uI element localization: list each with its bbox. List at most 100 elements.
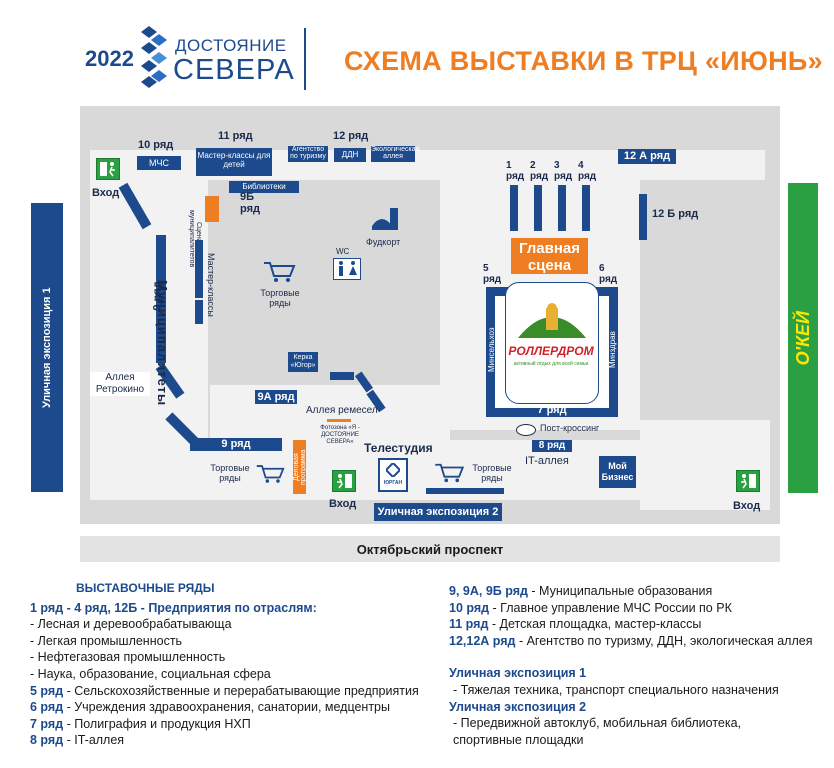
rollerdrom-label: РОЛЛЕРДРОМ xyxy=(508,344,594,358)
legend-text: Предприятия по отраслям: xyxy=(148,600,317,615)
snowflake-logo-icon xyxy=(141,26,167,88)
road-label: Октябрьский проспект xyxy=(356,541,504,557)
delovaya-label: Деловая программа xyxy=(293,449,307,485)
legend-item: 9, 9А, 9Б ряд - Муниципальные образовани… xyxy=(449,583,829,600)
legend-item: 8 ряд - IT-аллея xyxy=(30,732,440,749)
street-exposition-2: Уличная экспозиция 2 xyxy=(374,503,502,521)
booth-mchs: МЧС xyxy=(137,156,181,170)
legend-spacer xyxy=(449,649,829,665)
logo: 2022 ДОСТОЯНИЕ СЕВЕРА xyxy=(85,26,300,88)
rollerdrom-logo-icon xyxy=(518,303,586,338)
row-9b-label: 9Б ряд xyxy=(240,191,260,215)
row-1-label: 1 ряд xyxy=(506,160,525,182)
legend-key: 7 ряд xyxy=(30,716,64,731)
booth-delovaya: Деловая программа xyxy=(293,440,307,494)
yurgan-label: ЮРГАН xyxy=(383,480,403,486)
row-10-label: 10 ряд xyxy=(138,139,174,151)
row-4-label: 4 ряд xyxy=(578,160,597,182)
master-side-label: Мастер-классы xyxy=(206,253,216,317)
main-stage-label: Главная сцена xyxy=(518,240,580,274)
row-12a-label: 12 А ряд xyxy=(623,150,671,162)
booth-tourism-label: Агентство по туризму xyxy=(290,146,326,160)
scene-municipalities-label: Сцена для муниципалитетов xyxy=(188,210,202,268)
corridor-mid-bottom xyxy=(210,385,450,445)
exit-icon xyxy=(96,158,120,180)
legend-text: - IT-аллея xyxy=(63,733,125,748)
shopping-cart-icon-3 xyxy=(435,463,465,483)
minselhoz-label: Минсельхоз xyxy=(487,320,496,380)
legend-key: 12,12А ряд xyxy=(449,633,516,648)
booth-master-side-1 xyxy=(195,240,203,298)
legend-key: 1 ряд - 4 ряд, 12Б - xyxy=(30,600,149,615)
booth-yurgan: ЮРГАН xyxy=(378,458,408,492)
legend-text: - Сельскохозяйственные и перерабатывающи… xyxy=(63,683,419,698)
wc-label: WC xyxy=(336,247,350,256)
okey-label: О'КЕЙ xyxy=(792,310,813,366)
alley-retro-label: Аллея Ретрокино xyxy=(90,372,150,396)
foodcourt-icon xyxy=(372,208,398,230)
legend-item: 12,12А ряд - Агентство по туризму, ДДН, … xyxy=(449,633,829,650)
legend-key: 11 ряд xyxy=(449,617,489,632)
trade-3-label: Торговые ряды xyxy=(472,463,512,483)
minzdrav-text: Минздрав xyxy=(608,331,617,369)
legend-text: - Агентство по туризму, ДДН, экологическ… xyxy=(515,633,813,648)
post-crossing-label: Пост-кроссинг xyxy=(540,423,600,433)
row-5-label: 5 ряд xyxy=(483,263,502,285)
minzdrav-label: Минздрав xyxy=(608,320,617,380)
booth-master-side-2 xyxy=(195,300,203,324)
legend-street2-line2: спортивные площадки xyxy=(453,732,584,747)
legend-key: 9, 9А, 9Б ряд xyxy=(449,584,528,598)
wc-icon xyxy=(333,258,361,280)
row-2-label: 2 ряд xyxy=(530,160,549,182)
okey-store: О'КЕЙ xyxy=(788,183,818,493)
legend-right: 9, 9А, 9Б ряд - Муниципальные образовани… xyxy=(449,583,829,748)
telestudio-label: Телестудия xyxy=(364,441,433,455)
rollerdrom-sub-label: активный отдых для всей семьи xyxy=(513,361,589,367)
booth-libraries-label: Библиотеки xyxy=(242,182,286,191)
municipalities-label: Муниципалитеты xyxy=(155,280,170,407)
legend-item: - Нефтегазовая промышленность xyxy=(30,650,226,665)
street-exposition-1-label: Уличная экспозиция 1 xyxy=(41,287,53,408)
legend-text: - Полиграфия и продукция НХП xyxy=(63,716,251,731)
booth-row-1 xyxy=(510,185,518,231)
booth-9-vert xyxy=(156,235,166,363)
legend-street1-heading: Уличная экспозиция 1 xyxy=(449,666,587,681)
booth-9b xyxy=(205,196,219,222)
street-exposition-1: Уличная экспозиция 1 xyxy=(31,203,63,492)
yurgan-logo-icon xyxy=(386,463,400,477)
row-6-label: 6 ряд xyxy=(599,263,618,285)
row-12b-label: 12 Б ряд xyxy=(652,208,699,220)
legend-street2-line1: - Передвижной автоклуб, мобильная библио… xyxy=(453,716,742,731)
legend-text: - Детская площадка, мастер-классы xyxy=(488,617,702,632)
booth-row-3 xyxy=(558,185,566,231)
row-8-label: 8 ряд xyxy=(538,440,566,451)
booth-tourism: Агентство по туризму xyxy=(288,146,328,162)
exit-icon-3 xyxy=(736,470,760,492)
legend-item: - Лесная и деревообрабатывающа xyxy=(30,617,232,632)
booth-eco: Экологическая аллея xyxy=(371,146,419,162)
legend-item: 11 ряд - Детская площадка, мастер-классы xyxy=(449,616,829,633)
logo-brand-top: ДОСТОЯНИЕ xyxy=(175,36,287,55)
header-divider xyxy=(304,28,306,90)
booth-master-kids-label: Мастер-классы для детей xyxy=(197,151,271,169)
booth-ddn: ДДН xyxy=(334,148,366,162)
booth-9a-diag-1 xyxy=(330,372,354,380)
scene-municipalities: Сцена для муниципалитетов xyxy=(184,200,202,278)
booth-12a: 12 А ряд xyxy=(618,149,676,164)
legend-text: - Учреждения здравоохранения, санатории,… xyxy=(63,700,390,715)
row-12-label: 12 ряд xyxy=(333,130,369,142)
legend-item: - Легкая промышленность xyxy=(30,633,183,648)
it-alley-label: IT-аллея xyxy=(525,455,569,467)
trade-1-label: Торговые ряды xyxy=(260,288,300,308)
master-side-label-text: Мастер-классы xyxy=(206,253,216,317)
legend-text: - Главное управление МЧС России по РК xyxy=(489,600,732,615)
legend-item: 1 ряд - 4 ряд, 12Б - Предприятия по отра… xyxy=(30,600,440,617)
minselhoz-text: Минсельхоз xyxy=(487,327,496,373)
row-7-label: 7 ряд xyxy=(537,404,567,416)
booth-libraries: Библиотеки xyxy=(229,181,299,193)
road: Октябрьский проспект xyxy=(80,536,780,562)
post-crossing-marker xyxy=(516,424,536,436)
booth-row-9: 9 ряд xyxy=(190,438,282,451)
entrance-3-label: Вход xyxy=(733,500,761,512)
booth-12b-bar xyxy=(639,194,647,240)
